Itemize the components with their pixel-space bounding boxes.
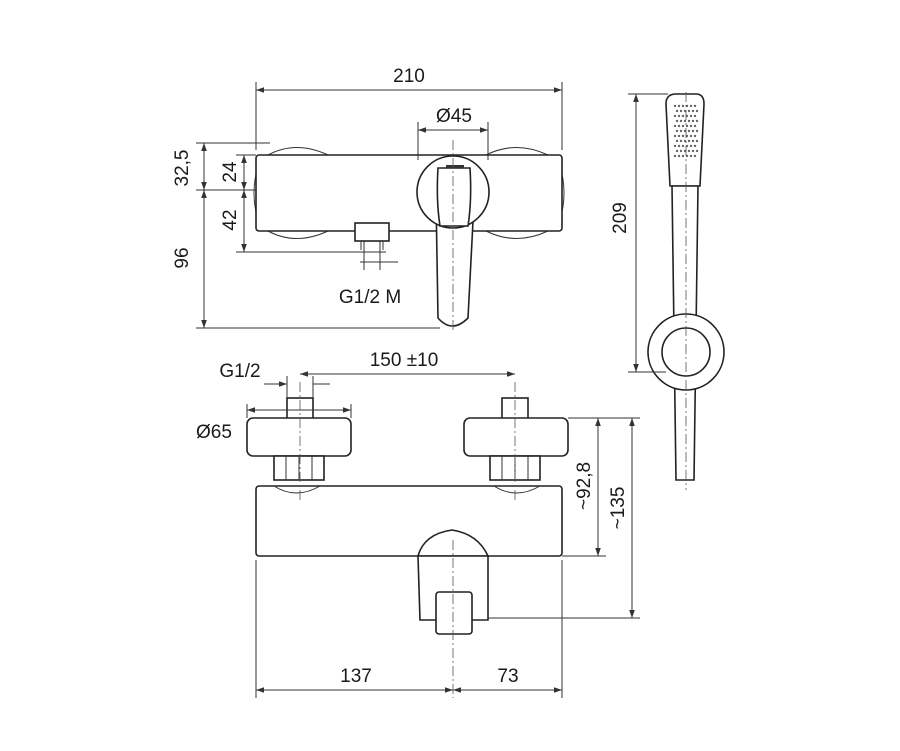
nozzle-dot	[675, 119, 679, 123]
nozzle-dot	[685, 114, 689, 118]
nozzle-dot	[673, 154, 677, 158]
dim-209: 209	[610, 202, 631, 234]
nozzle-dot	[681, 124, 685, 128]
outlet-nozzle	[354, 222, 390, 242]
nozzle-dot	[693, 114, 697, 118]
nozzle-dot	[693, 104, 697, 108]
nozzle-dot	[679, 109, 683, 113]
nozzle-dot	[687, 119, 691, 123]
dim-42: 42	[220, 209, 241, 230]
nozzle-dot	[695, 109, 699, 113]
hand-shower	[647, 93, 725, 481]
nozzle-dot	[689, 104, 693, 108]
nozzle-dot	[673, 104, 677, 108]
nozzle-dot	[679, 149, 683, 153]
nozzle-dot	[687, 109, 691, 113]
nozzle-dot	[685, 154, 689, 158]
nozzle-dot	[679, 129, 683, 133]
nozzle-dot	[691, 119, 695, 123]
dim-g12: G1/2	[219, 361, 260, 382]
escutcheon-left	[246, 417, 352, 457]
dim-dia-45: Ø45	[436, 106, 472, 127]
nozzle-dot	[693, 154, 697, 158]
nozzle-dot	[677, 134, 681, 138]
nozzle-dot	[677, 154, 681, 158]
dim-73: 73	[497, 666, 518, 687]
nozzle-dot	[677, 114, 681, 118]
nozzle-dot	[677, 104, 681, 108]
dimension-labels: 210 Ø45 32,5 96 24 42 G1/2 M 209 G1/2 15…	[172, 66, 631, 687]
nozzle-dot	[687, 129, 691, 133]
nozzle-dot	[675, 139, 679, 143]
nozzle-dot	[675, 149, 679, 153]
nozzle-dot	[689, 114, 693, 118]
dim-135: ~135	[608, 487, 629, 530]
dim-g12m: G1/2 M	[339, 287, 401, 308]
nozzle-dot	[673, 144, 677, 148]
nozzle-dot	[691, 129, 695, 133]
front-view	[246, 397, 569, 635]
nozzle-dot	[691, 109, 695, 113]
nozzle-dot	[681, 114, 685, 118]
nozzle-dot	[679, 119, 683, 123]
nozzle-dot	[689, 124, 693, 128]
top-view	[253, 147, 565, 327]
nozzle-grid	[673, 104, 699, 158]
nozzle-dot	[687, 149, 691, 153]
nozzle-dot	[695, 139, 699, 143]
dim-210: 210	[393, 66, 425, 87]
dimension-lines	[196, 82, 668, 698]
nozzle-dot	[679, 139, 683, 143]
dim-137: 137	[340, 666, 372, 687]
nozzle-dot	[695, 129, 699, 133]
dim-24: 24	[220, 161, 241, 183]
dim-dia-65: Ø65	[196, 422, 232, 443]
nozzle-dot	[685, 134, 689, 138]
nozzle-dot	[683, 119, 687, 123]
nozzle-dot	[685, 124, 689, 128]
nozzle-dot	[675, 129, 679, 133]
nozzle-dot	[695, 149, 699, 153]
nozzle-dot	[677, 144, 681, 148]
nozzle-dot	[681, 154, 685, 158]
dim-32-5: 32,5	[172, 150, 193, 187]
nozzle-dot	[677, 124, 681, 128]
nozzle-dot	[673, 134, 677, 138]
nozzle-dot	[681, 134, 685, 138]
aerator	[435, 591, 473, 635]
nozzle-dot	[693, 124, 697, 128]
nozzle-dot	[685, 104, 689, 108]
nozzle-dot	[689, 154, 693, 158]
nozzle-dot	[673, 124, 677, 128]
nozzle-dot	[681, 104, 685, 108]
dim-150: 150 ±10	[370, 350, 439, 371]
lever-handle	[435, 197, 475, 327]
nozzle-dot	[681, 144, 685, 148]
nozzle-dot	[691, 139, 695, 143]
nozzle-dot	[691, 149, 695, 153]
mixer-body-top	[255, 154, 563, 232]
nozzle-dot	[673, 114, 677, 118]
nozzle-dot	[675, 109, 679, 113]
nozzle-dot	[687, 139, 691, 143]
escutcheon-right	[463, 417, 569, 457]
dim-96: 96	[172, 247, 193, 268]
nozzle-dot	[689, 144, 693, 148]
nozzle-dot	[693, 144, 697, 148]
dim-92-8: ~92,8	[574, 462, 595, 510]
mixer-body-front	[255, 485, 563, 557]
center-lines	[299, 92, 687, 698]
nozzle-dot	[695, 119, 699, 123]
nozzle-dot	[689, 134, 693, 138]
nozzle-dot	[685, 144, 689, 148]
nozzle-dot	[693, 134, 697, 138]
